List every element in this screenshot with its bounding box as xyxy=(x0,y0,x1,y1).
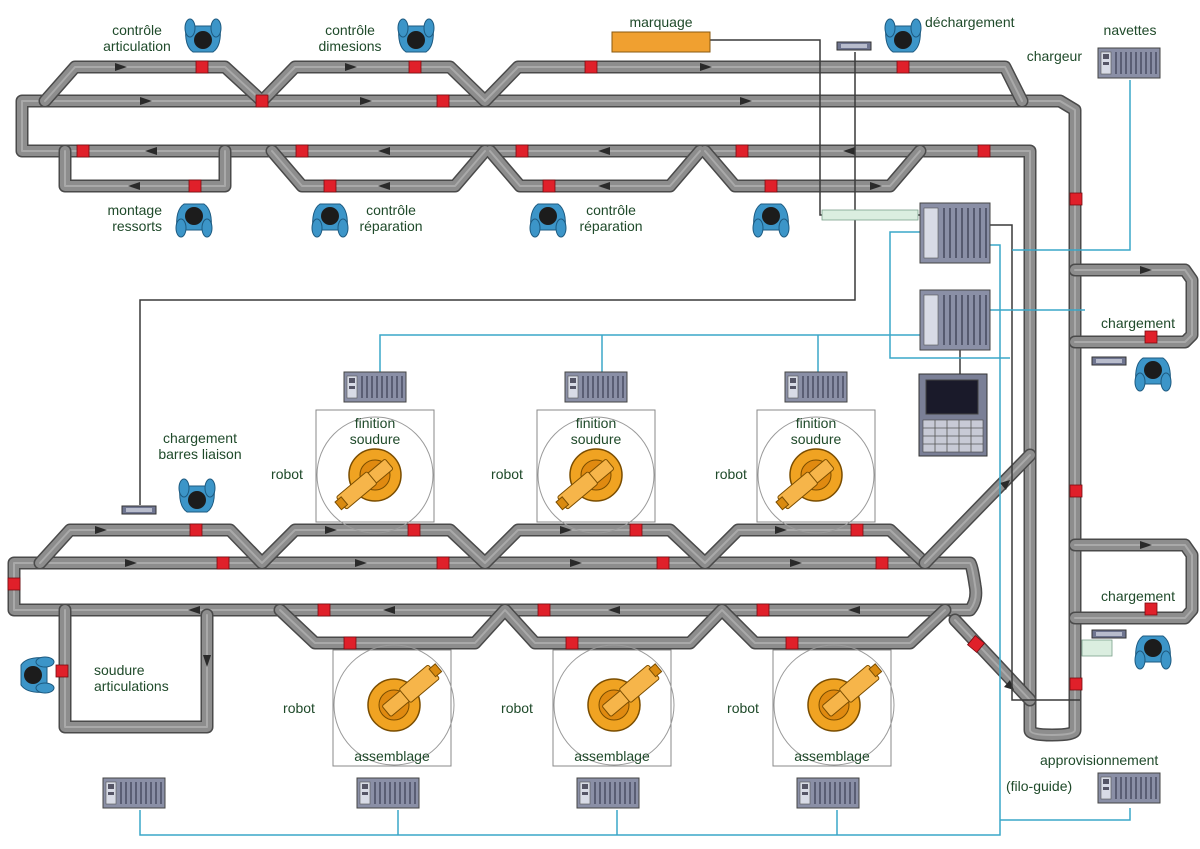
label-robot-bottom-1: robot xyxy=(283,700,315,716)
label-assemblage-1: assemblage xyxy=(354,748,430,764)
cable-junction-box-right xyxy=(1081,639,1113,657)
scanner-top xyxy=(836,41,872,51)
operator-icon-dechargement xyxy=(884,18,922,53)
finition-cell-2 xyxy=(536,409,656,534)
label-robot-bottom-2: robot xyxy=(501,700,533,716)
finition-cell-1 xyxy=(315,409,435,534)
robot-assemblage-2-icon xyxy=(553,644,675,766)
label-controle-reparation-1: contrôle réparation xyxy=(359,202,423,234)
label-robot-top-2: robot xyxy=(491,466,523,482)
controller-soudure xyxy=(102,777,166,809)
lower-top-bypasses xyxy=(33,523,932,570)
label-finition-2: finition soudure xyxy=(570,415,622,447)
controller-assemblage-2 xyxy=(576,777,640,809)
right-side-loops xyxy=(1068,263,1199,625)
lower-loop-track xyxy=(7,556,983,617)
upper-top-bypasses xyxy=(38,60,1029,108)
label-controle-reparation-2: contrôle réparation xyxy=(579,202,643,234)
data-cables xyxy=(139,80,1131,836)
label-soudure-articulations: soudure articulations xyxy=(94,662,169,694)
stop-markers xyxy=(7,60,1158,691)
label-chargement-2: chargement xyxy=(1101,588,1175,604)
label-chargeur: chargeur xyxy=(1026,48,1082,64)
label-assemblage-2: assemblage xyxy=(574,748,650,764)
central-controller-2 xyxy=(919,289,991,351)
operator-icon-reparation-1 xyxy=(311,203,349,238)
operator-icon-soudure xyxy=(20,656,55,694)
label-robot-top-1: robot xyxy=(271,466,303,482)
finition-cell-3 xyxy=(756,409,876,534)
lower-bottom-bypasses xyxy=(273,603,952,650)
assemblage-cell-1 xyxy=(332,644,455,767)
scanner-lower xyxy=(121,505,157,515)
label-controle-articulation: contrôle articulation xyxy=(103,22,171,54)
label-finition-1: finition soudure xyxy=(349,415,401,447)
controller-finition-1 xyxy=(343,371,407,403)
flow-arrows xyxy=(95,63,1152,690)
label-robot-top-3: robot xyxy=(715,466,747,482)
operator-icon-reparation-2 xyxy=(529,203,567,238)
label-finition-3: finition soudure xyxy=(790,415,842,447)
controller-navettes xyxy=(1097,47,1161,79)
operator-icon-articulation xyxy=(184,18,222,53)
operator-icon-chargement-1 xyxy=(1134,357,1172,392)
controller-approvisionnement xyxy=(1097,772,1161,804)
scanner-right-1 xyxy=(1091,356,1127,366)
label-chargement-barres: chargement barres liaison xyxy=(158,430,242,462)
cable-junction-box xyxy=(821,209,919,221)
controller-assemblage-3 xyxy=(796,777,860,809)
controller-finition-2 xyxy=(564,371,628,403)
operator-icon-barres xyxy=(178,478,216,513)
supervision-terminal xyxy=(918,373,988,457)
controller-assemblage-1 xyxy=(356,777,420,809)
label-chargement-1: chargement xyxy=(1101,315,1175,331)
controller-finition-3 xyxy=(784,371,848,403)
label-navettes: navettes xyxy=(1103,22,1157,38)
operator-icon-dimensions xyxy=(397,18,435,53)
label-marquage: marquage xyxy=(629,14,693,30)
label-robot-bottom-3: robot xyxy=(727,700,759,716)
label-montage-ressorts: montage ressorts xyxy=(107,202,162,234)
operator-icon-reparation-3 xyxy=(752,203,790,238)
label-controle-dimensions: contrôle dimesions xyxy=(318,22,382,54)
label-filo-guide: (filo-guide) xyxy=(1006,778,1073,794)
label-dechargement: déchargement xyxy=(925,14,1015,30)
scanner-right-2 xyxy=(1091,629,1127,639)
control-cables xyxy=(139,39,1080,701)
operator-icon-chargement-2 xyxy=(1134,635,1172,670)
robot-assemblage-3-icon xyxy=(773,644,895,766)
assemblage-cell-3 xyxy=(772,644,895,767)
central-controller-1 xyxy=(919,202,991,264)
marking-unit xyxy=(611,31,711,53)
label-approvisionnement: approvisionnement xyxy=(1040,752,1159,768)
label-assemblage-3: assemblage xyxy=(794,748,870,764)
operator-icon-montage xyxy=(175,203,213,238)
robot-assemblage-1-icon xyxy=(333,644,455,766)
assemblage-cell-2 xyxy=(552,644,675,767)
